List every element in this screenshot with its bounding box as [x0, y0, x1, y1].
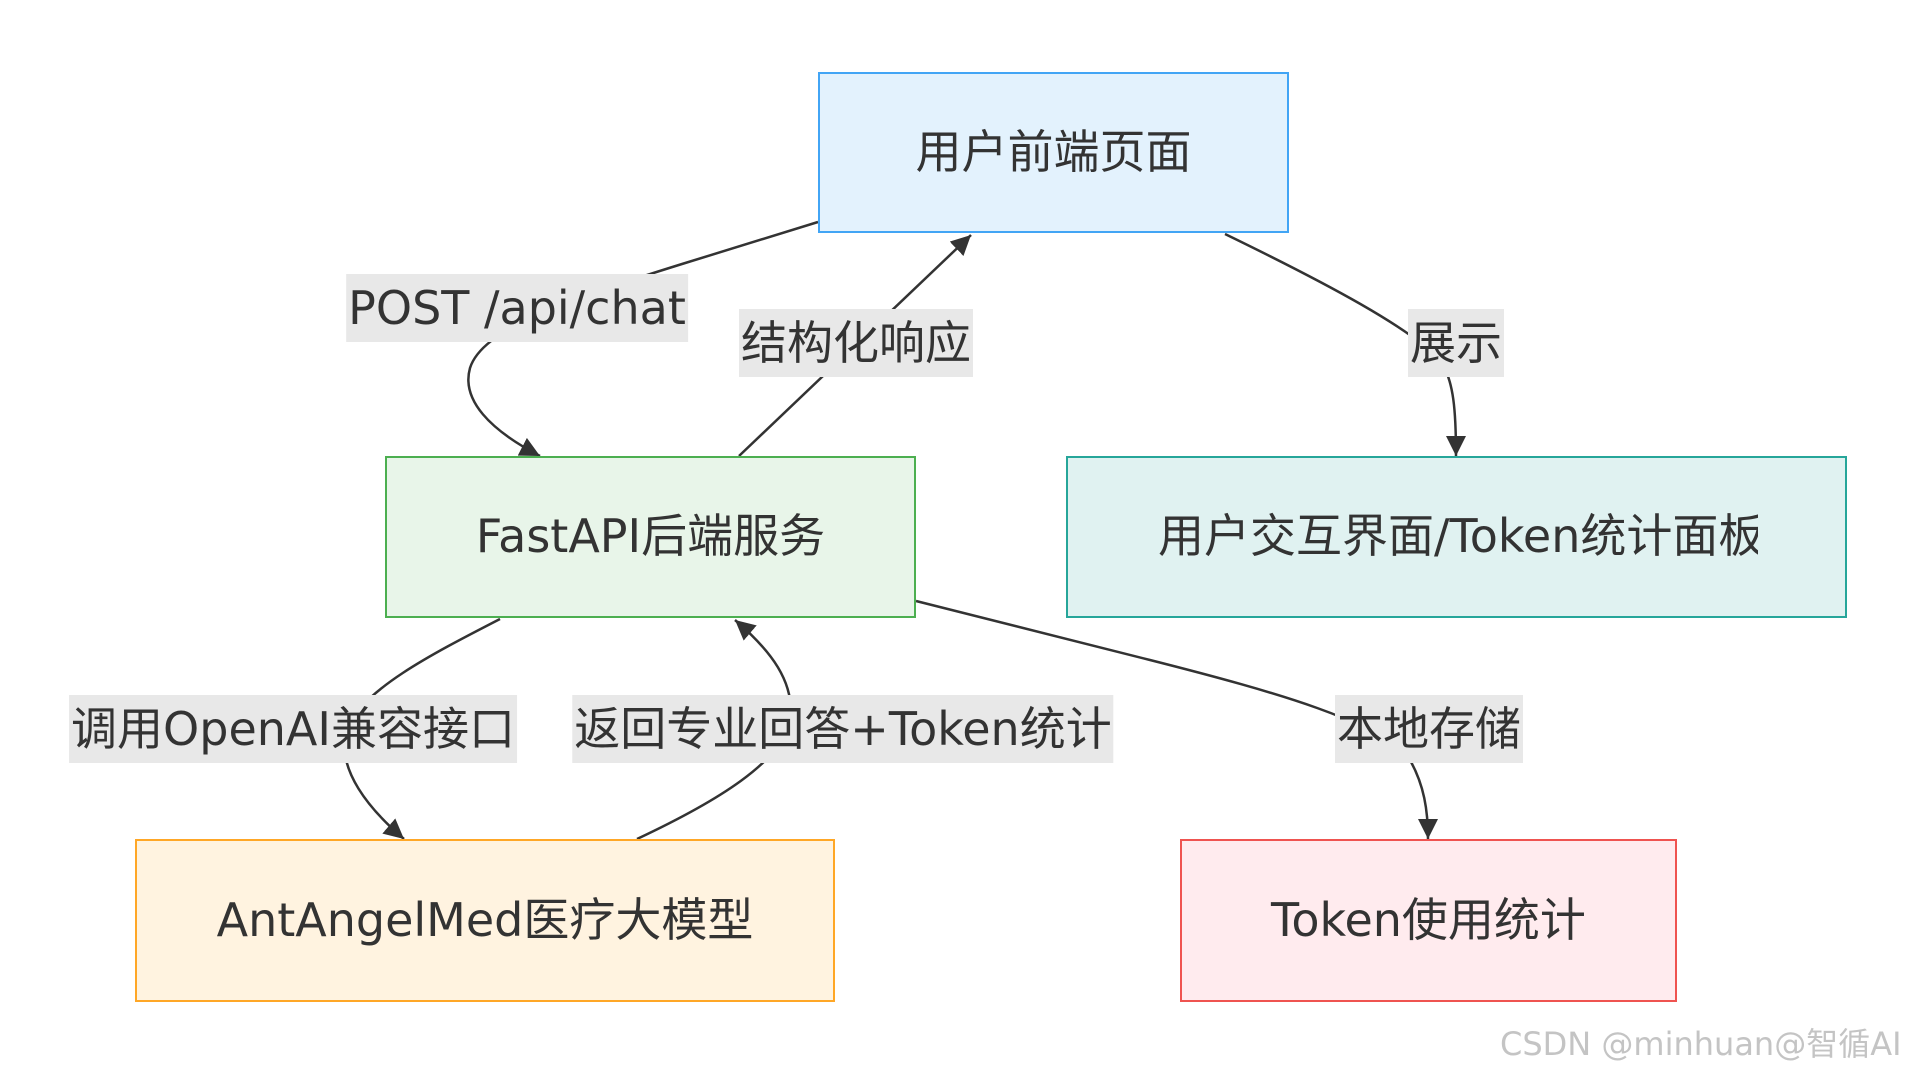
node-token-usage-stats: Token使用统计 — [1180, 839, 1677, 1002]
edge-label-call-openai-api: 调用OpenAI兼容接口 — [69, 695, 517, 763]
node-antangelmed-model: AntAngelMed医疗大模型 — [135, 839, 835, 1002]
node-label: FastAPI后端服务 — [475, 509, 826, 564]
edge-label-return-answer-token-stats: 返回专业回答+Token统计 — [572, 695, 1114, 763]
node-label: AntAngelMed医疗大模型 — [216, 892, 754, 947]
node-frontend-page: 用户前端页面 — [818, 72, 1289, 233]
edge-label-post-api-chat: POST /api/chat — [346, 274, 688, 342]
edge-label-structured-response: 结构化响应 — [739, 309, 973, 377]
watermark-clip: CSDN @minhuan@智循AI — [1500, 1022, 1917, 1066]
edge-label-local-storage: 本地存储 — [1335, 695, 1523, 763]
node-ui-token-panel: 用户交互界面/Token统计面板 — [1066, 456, 1847, 618]
edge-label-display: 展示 — [1408, 309, 1504, 377]
node-label-clip: 用户交互界面/Token统计面板 — [1158, 458, 1758, 616]
node-fastapi-backend: FastAPI后端服务 — [385, 456, 916, 618]
node-label: 用户交互界面/Token统计面板 — [1158, 509, 1758, 564]
node-label: 用户前端页面 — [915, 124, 1192, 179]
node-label: Token使用统计 — [1271, 892, 1586, 947]
watermark: CSDN @minhuan@智循AI — [1500, 1025, 1902, 1063]
